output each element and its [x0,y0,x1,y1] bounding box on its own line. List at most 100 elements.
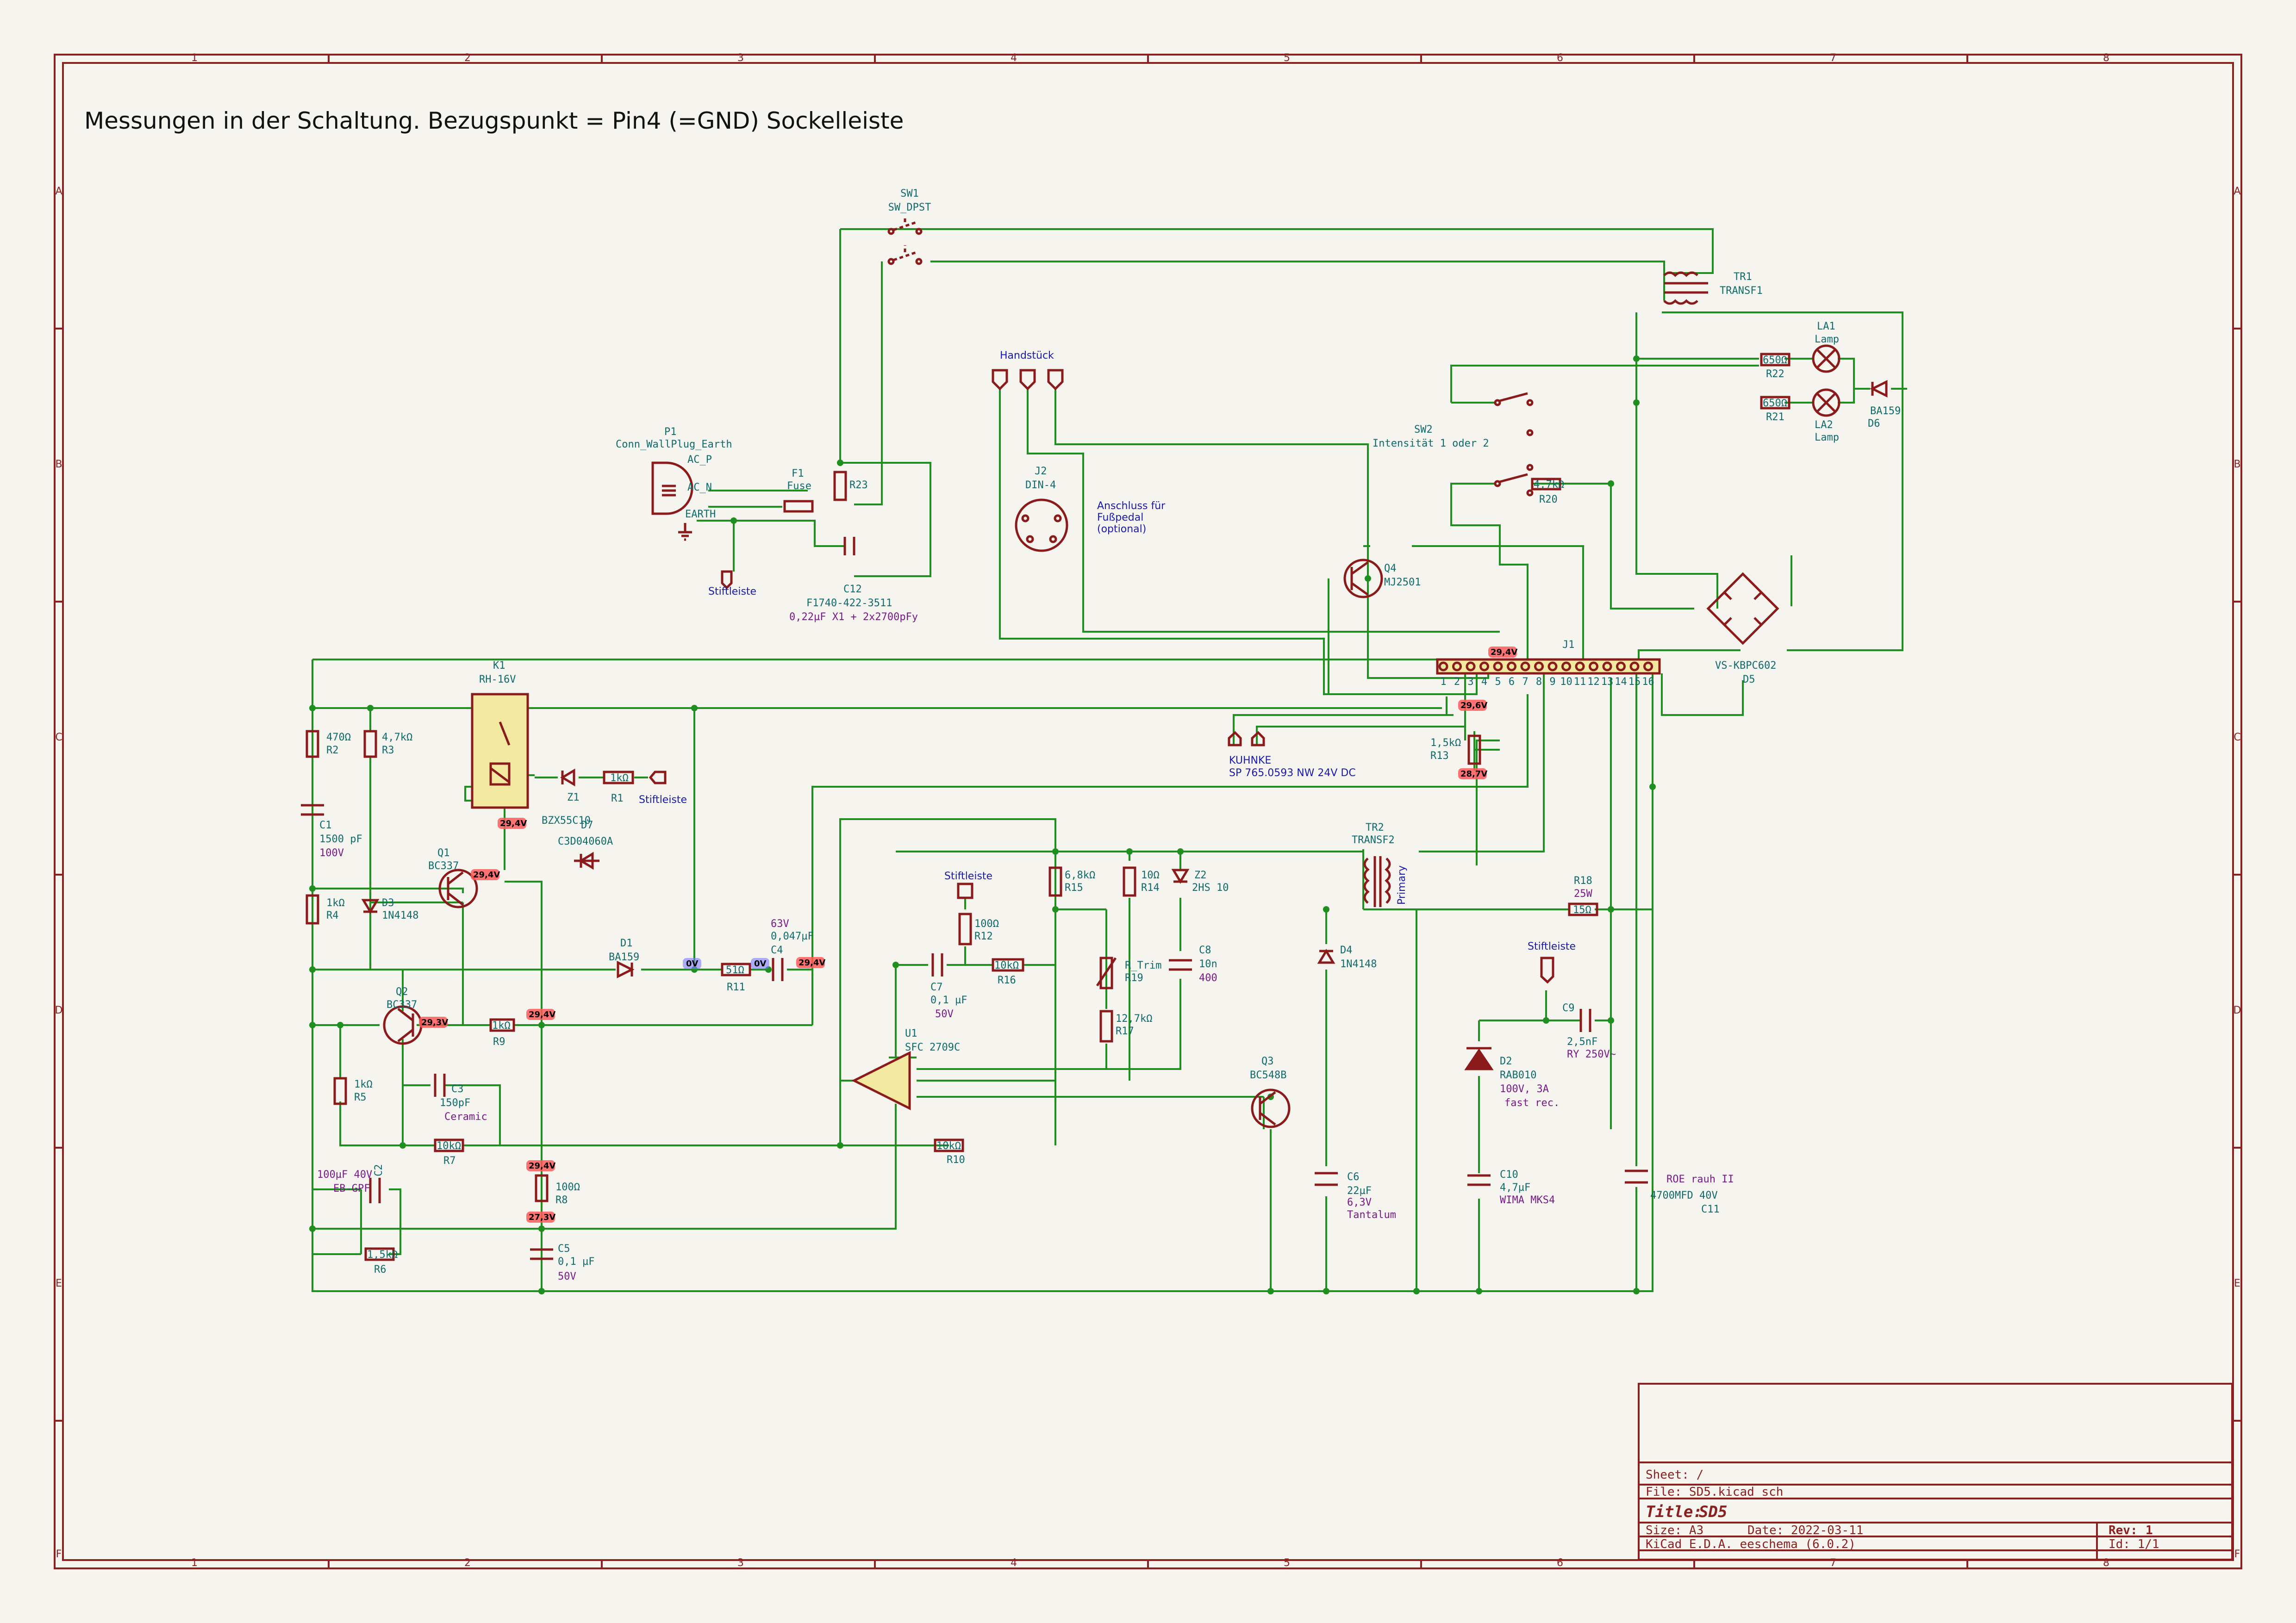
grid-col-label: 7 [1830,52,1836,64]
c4-note: 63V [771,918,789,930]
r15-ref: R15 [1065,882,1083,894]
j1-pin-number: 15 [1628,676,1641,688]
r1-ref: R1 [611,793,624,804]
r21-value: 650Ω [1763,398,1787,409]
r6-ref: R6 [374,1264,387,1275]
c4-value: 0,047µF [771,931,814,942]
j1-pin [1602,661,1612,672]
measure-marker [471,869,499,880]
c6-note: 6,3V [1347,1197,1372,1208]
la2-ref: LA2 [1815,419,1833,431]
j1-pin-number: 6 [1509,676,1515,688]
c6-value: 22µF [1347,1185,1372,1197]
f1-ref: F1 [792,468,804,479]
r18-ref: R18 [1574,875,1592,887]
c9-note: RY 250V~ [1567,1049,1616,1060]
d7-value: C3D04060A [558,836,613,847]
anschluss-line3: (optional) [1097,523,1146,535]
k1-relay: K1 RH-16V [471,660,529,809]
c12-ref: C12 [843,584,862,595]
stiftleiste-4: Stiftleiste [1528,941,1576,952]
grid-row-label: D [2234,1005,2241,1016]
j1-pin [1534,661,1544,672]
q1-value: BC337 [428,860,459,872]
j1-pin-number: 13 [1601,676,1614,688]
c11-value: ROE rauh II [1666,1174,1734,1185]
r16-ref: R16 [998,975,1016,986]
tb-size: Size: A3 [1646,1524,1703,1537]
grid-col-label: 2 [464,52,471,64]
grid-col-label: 6 [1557,1557,1563,1569]
j1-pin-number: 12 [1587,676,1600,688]
measure-k1: 29,4V [500,819,527,828]
measure-c4-mid: 0V [754,959,767,969]
c11-ref: C11 [1701,1204,1720,1215]
handstueck-connectors: Handstück [992,350,1064,391]
handstueck-label: Handstück [1000,350,1054,361]
measure-marker [1488,647,1517,658]
tr2-ref: TR2 [1366,822,1384,833]
r8-value: 100Ω [555,1181,580,1193]
c5-ref: C5 [558,1243,570,1255]
grid-row-label: B [55,459,62,470]
j1-pin-number: 2 [1454,676,1460,688]
d5-ref: D5 [1743,674,1755,685]
tb-sheet: Sheet: / [1646,1468,1703,1482]
sheet-frame [54,54,2242,1569]
tb-tool: KiCad E.D.A. eeschema (6.0.2) [1646,1537,1856,1551]
d2-ref: D2 [1500,1056,1512,1067]
r13-ref: R13 [1430,750,1449,762]
r7-ref: R7 [443,1155,456,1167]
z2-value: 2HS 10 [1192,882,1229,894]
anschluss-line1: Anschluss für [1097,500,1166,512]
j1-pin [1629,661,1640,672]
q3-value: BC548B [1250,1070,1286,1081]
q4-ref: Q4 [1384,563,1397,574]
r13-value: 1,5kΩ [1430,737,1461,749]
c12-note: 0,22µF X1 + 2x2700pFy [789,611,918,623]
d2-value: RAB010 [1500,1070,1536,1081]
title-block: Sheet: / File: SD5.kicad_sch Title: SD5 … [1638,1383,2233,1561]
grid-row-label: F [56,1548,62,1560]
j1-pin [1438,661,1448,672]
tr1-transformer: TR1 TRANSF1 [1663,271,1763,305]
sw2-switch: SW2 Intensität 1 oder 2 4,7kΩ R20 [1373,392,1564,505]
measure-marker [1458,768,1487,779]
q1-ref: Q1 [437,847,450,859]
stiftleiste-2: Stiftleiste [639,794,687,806]
p1-pin-acn: AC_N [687,482,712,493]
p1-pin-acp: AC_P [687,454,712,466]
j1-pin-number: 3 [1467,676,1473,688]
tb-file: File: SD5.kicad_sch [1646,1485,1783,1499]
kuhnke-line2: SP 765.0593 NW 24V DC [1229,767,1356,779]
grid-row-label: A [55,186,62,197]
measure-r8-top: 29,4V [529,1161,555,1171]
j1-pin-number: 9 [1549,676,1555,688]
j1-pin [1616,661,1626,672]
tb-rev: 1 [2146,1524,2153,1537]
r12-value: 100Ω [974,918,999,930]
j2-ref: J2 [1035,466,1047,477]
r11-ref: R11 [727,982,745,993]
k1-ref: K1 [493,660,505,672]
left-network: 470Ω R2 4,7kΩ R3 C1 1500 pF 100V 1kΩ R4 … [301,730,418,925]
c7-note: 50V [935,1008,954,1020]
r6-value: 1,5kΩ [367,1249,398,1261]
measure-marker [526,1009,555,1020]
grid-row-label: D [55,1005,63,1016]
r4-ref: R4 [326,910,339,921]
c2-value: 100µF 40V [317,1169,372,1181]
j1-pin [1520,661,1530,672]
page-heading: Messungen in der Schaltung. Bezugspunkt … [84,107,904,134]
p1-value: Conn_WallPlug_Earth [616,439,732,450]
grid-row-label: E [2234,1278,2240,1289]
p1-pin-earth: EARTH [685,509,716,520]
c8-value: 10n [1199,958,1217,970]
c6-ref: C6 [1347,1171,1360,1183]
grid-col-label: 3 [737,1557,744,1569]
c9-ref: C9 [1562,1002,1575,1014]
c3-ref: C3 [451,1083,464,1095]
junction-dots [309,355,1656,1294]
j1-pin [1547,661,1558,672]
